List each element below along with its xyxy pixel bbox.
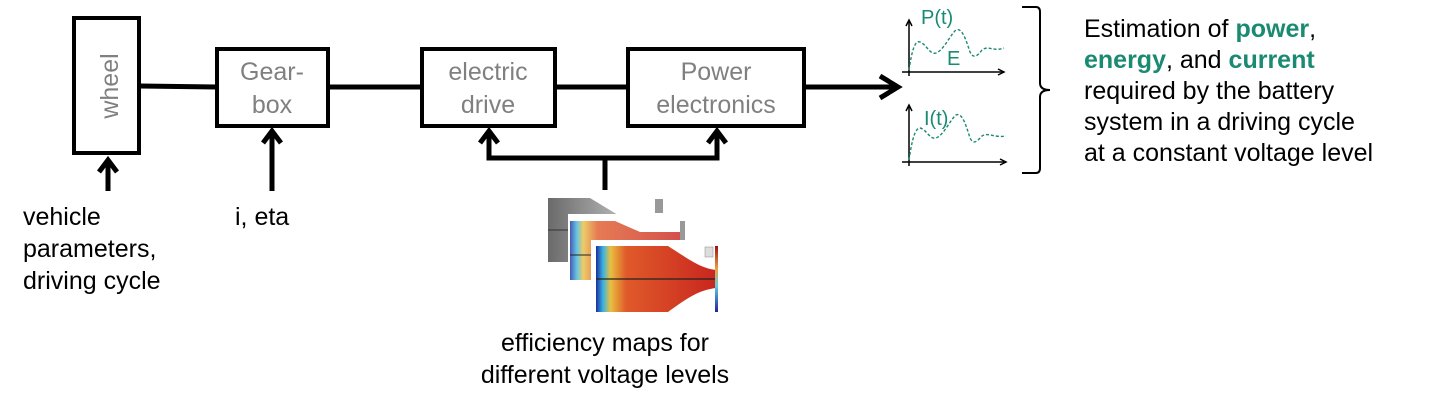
estimation-summary: Estimation of power, energy, and current…	[1084, 14, 1441, 169]
pe-label-line2: electronics	[656, 91, 776, 119]
power-label: P(t)	[921, 7, 953, 29]
power-electronics-block	[626, 47, 806, 128]
efficiency-map-3	[591, 240, 718, 314]
current-plot: I(t)	[902, 103, 1008, 166]
current-curve	[908, 113, 1007, 161]
pe-label-line1: Power	[681, 58, 752, 86]
wheel-block	[72, 16, 141, 155]
curly-brace	[1022, 6, 1051, 174]
vehicle-arrowhead	[97, 155, 119, 174]
power-highlight: power	[1235, 15, 1310, 43]
energy-highlight: energy	[1084, 46, 1166, 74]
power-plot: P(t) E	[902, 7, 1006, 76]
summary-line-5: at a constant voltage level	[1084, 139, 1374, 167]
current-label: I(t)	[924, 108, 948, 130]
energy-label: E	[947, 48, 960, 70]
gearbox-label-line1: Gear-	[240, 58, 304, 86]
drive-arrowhead	[478, 126, 500, 145]
vehicle-label-line2: parameters,	[23, 235, 156, 263]
wheel-gearbox-link	[139, 83, 217, 90]
summary-line-1: Estimation of power,	[1084, 15, 1317, 43]
power-curve	[908, 28, 1005, 71]
maps-label-line1: efficiency maps for	[501, 329, 709, 357]
pe-arrowhead	[706, 126, 728, 145]
summary-line-4: system in a driving cycle	[1084, 108, 1355, 136]
gearbox-label-line2: box	[252, 91, 293, 119]
output-arrowhead	[878, 73, 903, 101]
gearbox-block	[215, 47, 330, 128]
wheel-label: wheel	[96, 53, 124, 119]
summary-line-2: energy, and current	[1084, 46, 1315, 74]
summary-line-3: required by the battery	[1084, 77, 1335, 105]
gearbox-arrowhead	[261, 126, 283, 145]
drive-label-line1: electric	[448, 58, 527, 86]
vehicle-label-line3: driving cycle	[23, 267, 161, 295]
drive-label-line2: drive	[461, 91, 515, 119]
maps-label-line2: different voltage levels	[481, 361, 729, 389]
current-highlight: current	[1228, 46, 1315, 74]
maps-split-line	[486, 133, 720, 161]
gearbox-input-label: i, eta	[235, 203, 289, 231]
signal-lines	[97, 73, 903, 191]
vehicle-label-line1: vehicle	[23, 203, 101, 231]
electric-drive-block	[420, 47, 557, 128]
efficiency-maps-stack	[546, 196, 718, 314]
